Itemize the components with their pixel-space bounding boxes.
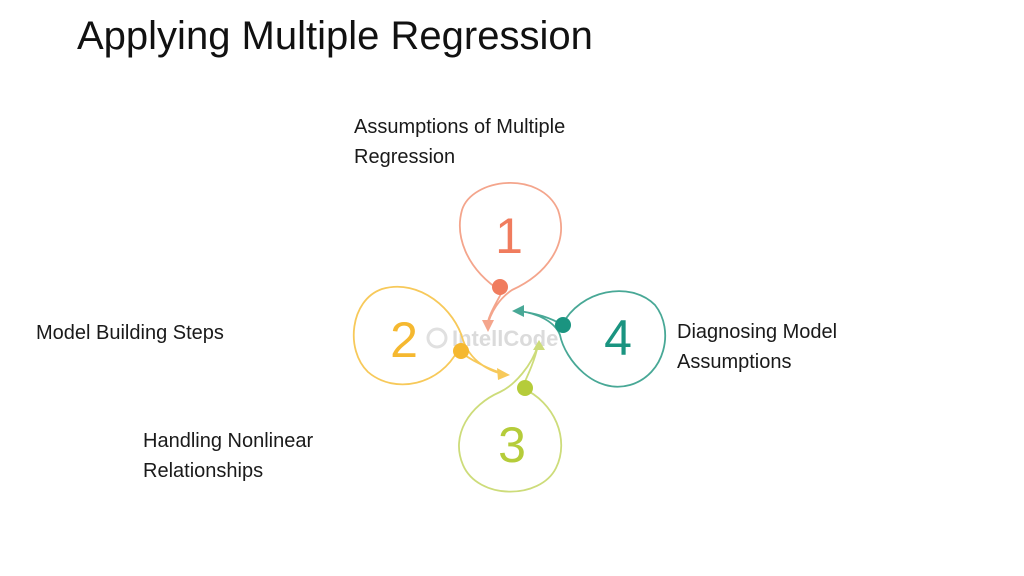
loop-4-arrow bbox=[512, 305, 524, 317]
step-1-label: Assumptions of Multiple Regression bbox=[354, 112, 565, 172]
step-1-label-line-2: Regression bbox=[354, 146, 456, 168]
loop-4: 4 bbox=[512, 290, 667, 388]
step-3-number: 3 bbox=[498, 417, 526, 473]
loop-3-dot bbox=[517, 380, 533, 396]
loop-1: 1 bbox=[459, 182, 562, 332]
step-2-number: 2 bbox=[390, 312, 418, 368]
loop-3: 3 bbox=[458, 340, 563, 493]
step-3-label-line-1: Handling Nonlinear bbox=[143, 430, 314, 452]
step-4-number: 4 bbox=[604, 310, 632, 366]
step-2-label: Model Building Steps bbox=[36, 318, 224, 348]
loop-3-arrow bbox=[533, 340, 545, 350]
step-4-label: Diagnosing Model Assumptions bbox=[677, 317, 837, 377]
loop-2-arrow bbox=[497, 368, 510, 380]
step-4-label-line-2: Assumptions bbox=[677, 351, 792, 373]
step-2-label-line-1: Model Building Steps bbox=[36, 322, 224, 344]
page-title: Applying Multiple Regression bbox=[77, 14, 593, 58]
loop-2-dot bbox=[453, 343, 469, 359]
step-4-label-line-1: Diagnosing Model bbox=[677, 321, 838, 343]
step-1-number: 1 bbox=[495, 208, 523, 264]
step-3-label-line-2: Relationships bbox=[143, 460, 264, 482]
loop-4-dot bbox=[555, 317, 571, 333]
loop-2: 2 bbox=[352, 286, 510, 386]
loop-1-dot bbox=[492, 279, 508, 295]
step-3-label: Handling Nonlinear Relationships bbox=[143, 426, 313, 486]
loop-1-arrow bbox=[482, 320, 494, 332]
step-1-label-line-1: Assumptions of Multiple bbox=[354, 116, 566, 138]
